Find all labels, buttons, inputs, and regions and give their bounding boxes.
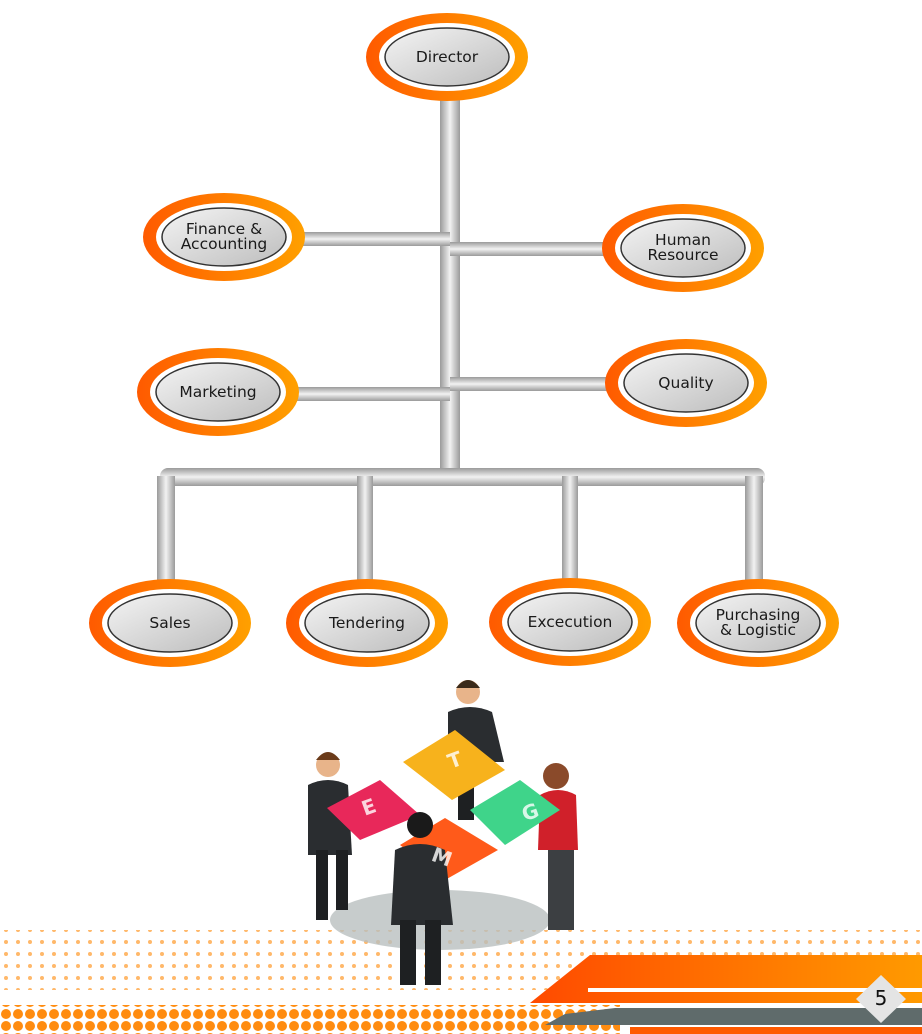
node-marketing: Marketing — [135, 346, 301, 438]
node-label: Human Resource — [647, 231, 719, 264]
businessman-left — [308, 752, 352, 920]
businesswoman-right — [538, 763, 578, 930]
trunk-connector — [157, 95, 765, 586]
puzzle-piece-e — [327, 780, 420, 840]
node-human-resource: Human Resource — [600, 202, 766, 294]
node-finance-accounting: Finance & Accounting — [141, 191, 307, 283]
node-director: Director — [364, 11, 530, 103]
page-number: 5 — [874, 986, 888, 1010]
businessman-front — [391, 812, 453, 985]
puzzle-piece-g — [470, 780, 560, 845]
node-label: Sales — [149, 613, 191, 632]
node-label: Purchasing & Logistic — [715, 606, 801, 639]
node-label: Tendering — [329, 613, 405, 632]
node-execution: Excecution — [487, 576, 653, 668]
node-label: Marketing — [179, 382, 257, 401]
node-label: Director — [415, 47, 479, 66]
puzzle-piece-t — [403, 730, 505, 800]
node-tendering: Tendering — [284, 577, 450, 669]
node-label: Finance & Accounting — [180, 220, 268, 253]
node-label: Quality — [658, 373, 714, 392]
node-purchasing-logistic: Purchasing & Logistic — [675, 577, 841, 669]
node-quality: Quality — [603, 337, 769, 429]
node-sales: Sales — [87, 577, 253, 669]
node-label: Excecution — [527, 612, 613, 631]
